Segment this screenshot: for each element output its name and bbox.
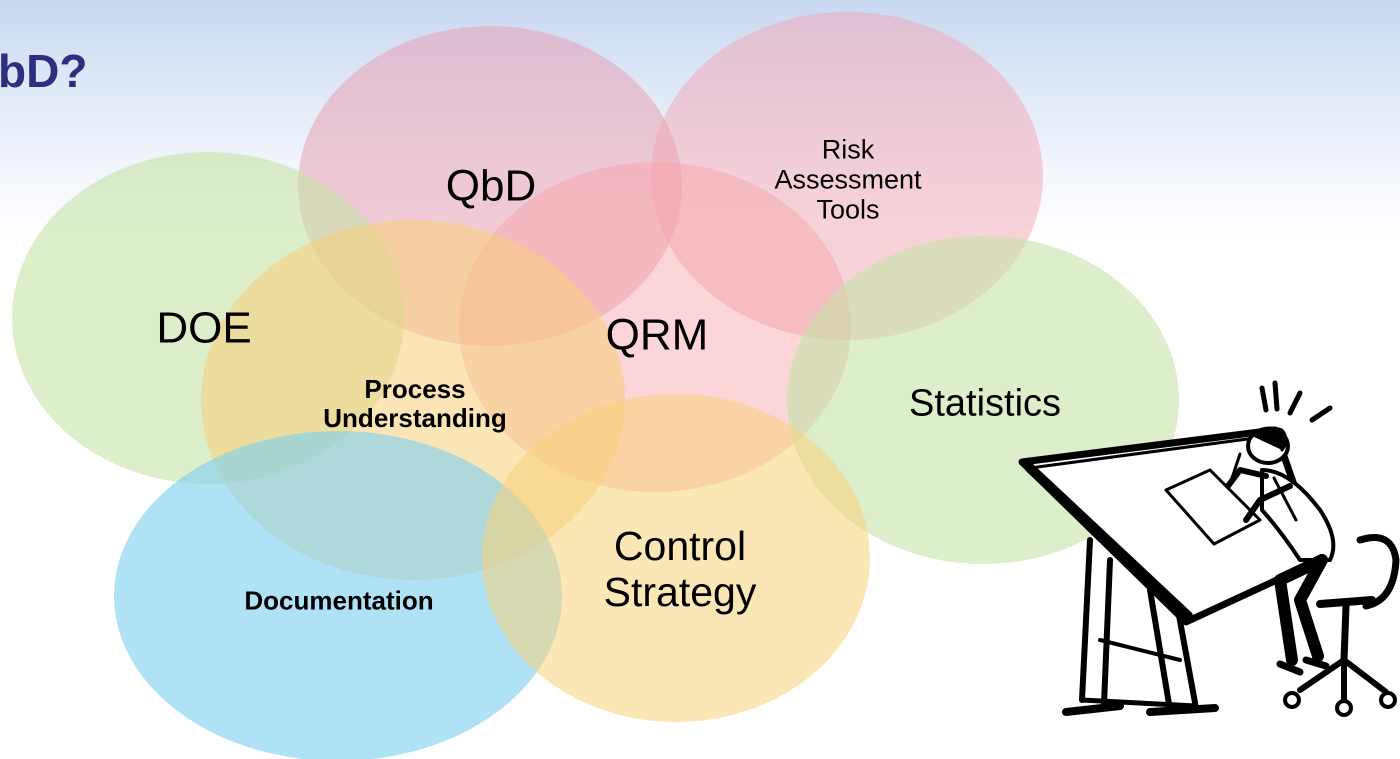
label-risk-assessment-tools: Risk Assessment Tools [774,135,921,226]
label-qbd: QbD [445,161,537,211]
label-qrm: QRM [605,310,709,360]
label-process-line: Process [364,373,466,404]
label-control-strategy: Control Strategy [603,523,757,616]
label-doe: DOE [156,303,252,353]
label-tools-line: Tools [816,195,880,226]
label-process-understanding: Process Understanding [323,373,507,433]
label-strategy-line: Strategy [603,569,757,615]
label-understanding-line: Understanding [323,403,507,433]
label-documentation: Documentation [244,585,434,616]
circle-documentation [114,431,562,759]
label-statistics: Statistics [908,382,1062,425]
circle-control [482,394,870,722]
label-risk-line: Risk [821,134,875,165]
label-assessment-line: Assessment [774,164,922,195]
person-at-drafting-table-icon [1018,380,1400,717]
slide-title: bD? [0,45,88,97]
label-control-line: Control [613,523,747,570]
